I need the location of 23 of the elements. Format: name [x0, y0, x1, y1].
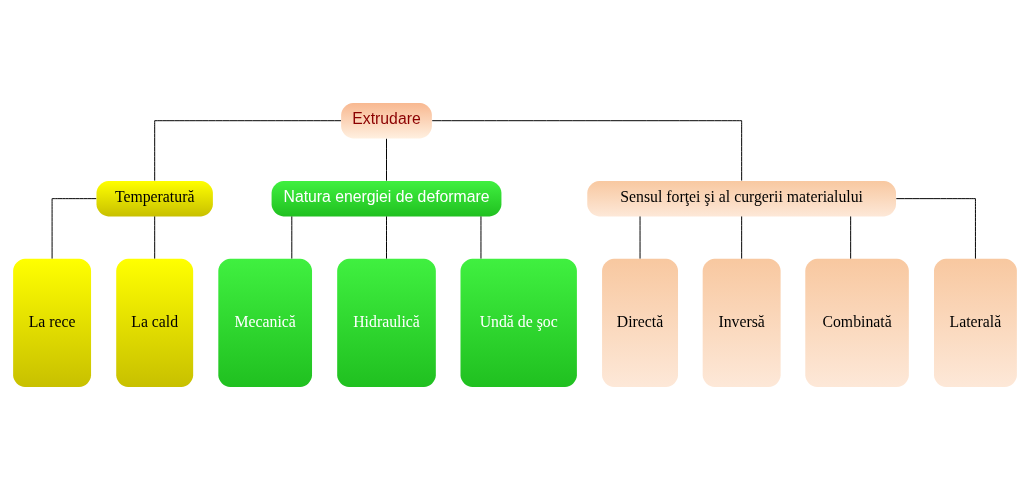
connector: [51, 197, 97, 259]
connector: [895, 197, 976, 259]
node-box: Natura energiei de deformare: [271, 180, 502, 216]
node-box: Mecanică: [218, 258, 313, 387]
connector: [154, 215, 156, 259]
node-box: Laterală: [934, 258, 1017, 387]
connector: [386, 215, 387, 259]
node-box: La cald: [116, 258, 194, 387]
connector: [850, 215, 852, 259]
node-box: Directă: [602, 258, 678, 387]
node-box: Combinată: [805, 258, 909, 387]
node-box: Inversă: [702, 258, 781, 387]
node-box: Undă de şoc: [460, 258, 577, 387]
connector: [431, 119, 743, 181]
node-box: Hidraulică: [337, 258, 436, 387]
connector: [154, 119, 342, 181]
node-box: Temperatură: [96, 180, 213, 216]
node-box: Extrudare: [341, 102, 432, 138]
node-box: La rece: [13, 258, 92, 387]
connector: [386, 137, 387, 181]
connector: [741, 215, 743, 259]
node-box: Sensul forţei şi al curgerii materialului: [587, 180, 897, 216]
connector: [291, 215, 293, 259]
